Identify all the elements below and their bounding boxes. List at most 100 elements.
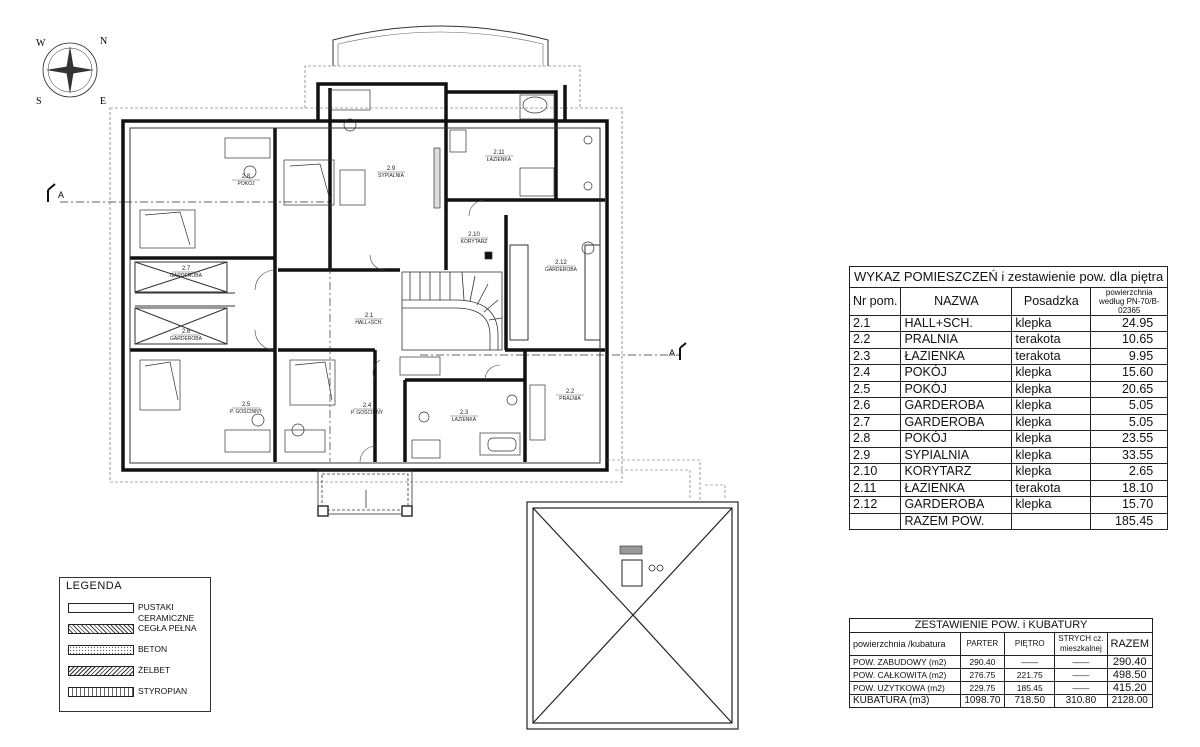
room-name-label: P. GOŚCINNY	[351, 408, 384, 416]
room-name-label: GARDEROBA	[170, 336, 203, 342]
kub-cell-razem: 415.20	[1106, 681, 1153, 695]
room-number-label: 2.7	[182, 266, 191, 272]
room-nr: 2.5	[848, 380, 902, 398]
room-floor: klepka	[1011, 463, 1092, 481]
kub-cell-strych: ——	[1054, 655, 1108, 669]
room-area: 33.55	[1090, 446, 1169, 464]
legend-item-zelbet: ŻELBET	[68, 665, 208, 677]
legend-item-cegla: CEGŁA PEŁNA	[68, 623, 208, 635]
compass-south-label: S	[36, 96, 42, 107]
legend-label: ŻELBET	[138, 665, 171, 675]
room-name-label: ŁAZIENKA	[487, 157, 512, 163]
room-number-label: 2.11	[493, 150, 505, 156]
room-name-label: GARDEROBA	[170, 273, 203, 279]
room-area: 24.95	[1090, 314, 1169, 332]
room-number-label: 2.8	[242, 174, 251, 180]
kub-cell-strych: ——	[1054, 668, 1108, 682]
room-area: 18.10	[1090, 479, 1169, 497]
room-floor: klepka	[1011, 397, 1092, 415]
kub-cell-parter: 276.75	[959, 668, 1006, 682]
room-number-label: 2.12	[555, 260, 567, 266]
rooms-col-nr: Nr pom.	[848, 286, 902, 316]
floor-plan-drawing: N W S E	[36, 25, 739, 730]
legend-swatch-styropian	[68, 687, 134, 697]
room-name: POKÓJ	[900, 380, 1013, 398]
kub-cell-parter: 229.75	[959, 681, 1006, 695]
room-number-label: 2.6	[182, 329, 191, 335]
room-labels: 2.8POKÓJ2.9SYPIALNIA2.11ŁAZIENKA2.10KORY…	[170, 150, 584, 423]
room-nr: 2.11	[848, 479, 902, 497]
rooms-col-area: powierzchnia według PN-70/B-02365	[1090, 286, 1169, 316]
kub-cell-pietro: 221.75	[1004, 668, 1056, 682]
kub-cell-pietro: ——	[1004, 655, 1056, 669]
room-name-label: HALL+SCH.	[355, 320, 382, 326]
room-nr: 2.2	[848, 331, 902, 349]
balcony-top	[332, 25, 549, 66]
room-number-label: 2.3	[460, 410, 469, 416]
room-name: PRALNIA	[900, 331, 1013, 349]
kub-cell-strych: ——	[1054, 681, 1108, 695]
room-area: 20.65	[1090, 380, 1169, 398]
kubatura-table-title: ZESTAWIENIE POW. i KUBATURY	[849, 618, 1153, 633]
section-mark-right-label: A	[669, 348, 675, 358]
kub-col-razem: RAZEM	[1106, 632, 1153, 656]
kub-col-strych: STRYCH cz. mieszkalnej	[1054, 632, 1108, 656]
legend-swatch-zelbet	[68, 666, 134, 676]
legend-swatch-beton	[68, 645, 134, 655]
room-floor: klepka	[1011, 314, 1092, 332]
room-name-label: KORYTARZ	[461, 239, 488, 245]
room-nr: 2.9	[848, 446, 902, 464]
room-name-label: PRALNIA	[559, 396, 581, 402]
legend-swatch-pustaki	[68, 603, 134, 613]
room-area: 9.95	[1090, 347, 1169, 365]
compass-east-label: E	[100, 96, 106, 107]
room-name-label: SYPIALNIA	[378, 173, 405, 179]
legend-item-beton: BETON	[68, 644, 208, 656]
rooms-table: WYKAZ POMIESZCZEŃ i zestawienie pow. dla…	[848, 266, 1169, 530]
kubatura-table: ZESTAWIENIE POW. i KUBATURY powierzchnia…	[849, 618, 1153, 708]
legend-title: LEGENDA	[66, 580, 123, 592]
rooms-total-area: 185.45	[1090, 512, 1169, 530]
room-name: HALL+SCH.	[900, 314, 1013, 332]
kub-cell-pietro: 185.45	[1004, 681, 1056, 695]
room-floor: klepka	[1011, 496, 1092, 514]
room-area: 5.05	[1090, 397, 1169, 415]
rooms-col-floor: Posadzka	[1011, 286, 1092, 316]
room-area: 5.05	[1090, 413, 1169, 431]
kub-cell-label: POW. UŻYTKOWA (m2)	[849, 681, 961, 695]
room-number-label: 2.5	[242, 402, 251, 408]
room-nr: 2.7	[848, 413, 902, 431]
legend-label: STYROPIAN	[138, 686, 188, 696]
room-name: ŁAZIENKA	[900, 479, 1013, 497]
room-area: 15.60	[1090, 364, 1169, 382]
legend-label: CEGŁA PEŁNA	[138, 623, 197, 633]
section-mark-left-label: A	[58, 190, 64, 200]
kub-cell-razem: 2128.00	[1106, 694, 1153, 708]
room-floor: klepka	[1011, 364, 1092, 382]
room-floor: klepka	[1011, 413, 1092, 431]
room-nr: 2.12	[848, 496, 902, 514]
section-mark-right	[679, 342, 687, 360]
room-area: 23.55	[1090, 430, 1169, 448]
kub-cell-strych: 310.80	[1054, 694, 1108, 708]
rooms-col-name: NAZWA	[900, 286, 1013, 316]
room-floor: klepka	[1011, 380, 1092, 398]
kub-cell-label: KUBATURA (m3)	[849, 694, 961, 708]
room-number-label: 2.4	[363, 403, 372, 409]
room-nr: 2.4	[848, 364, 902, 382]
room-floor: terakota	[1011, 331, 1092, 349]
legend-item-styropian: STYROPIAN	[68, 686, 208, 698]
room-area: 15.70	[1090, 496, 1169, 514]
room-nr: 2.6	[848, 397, 902, 415]
